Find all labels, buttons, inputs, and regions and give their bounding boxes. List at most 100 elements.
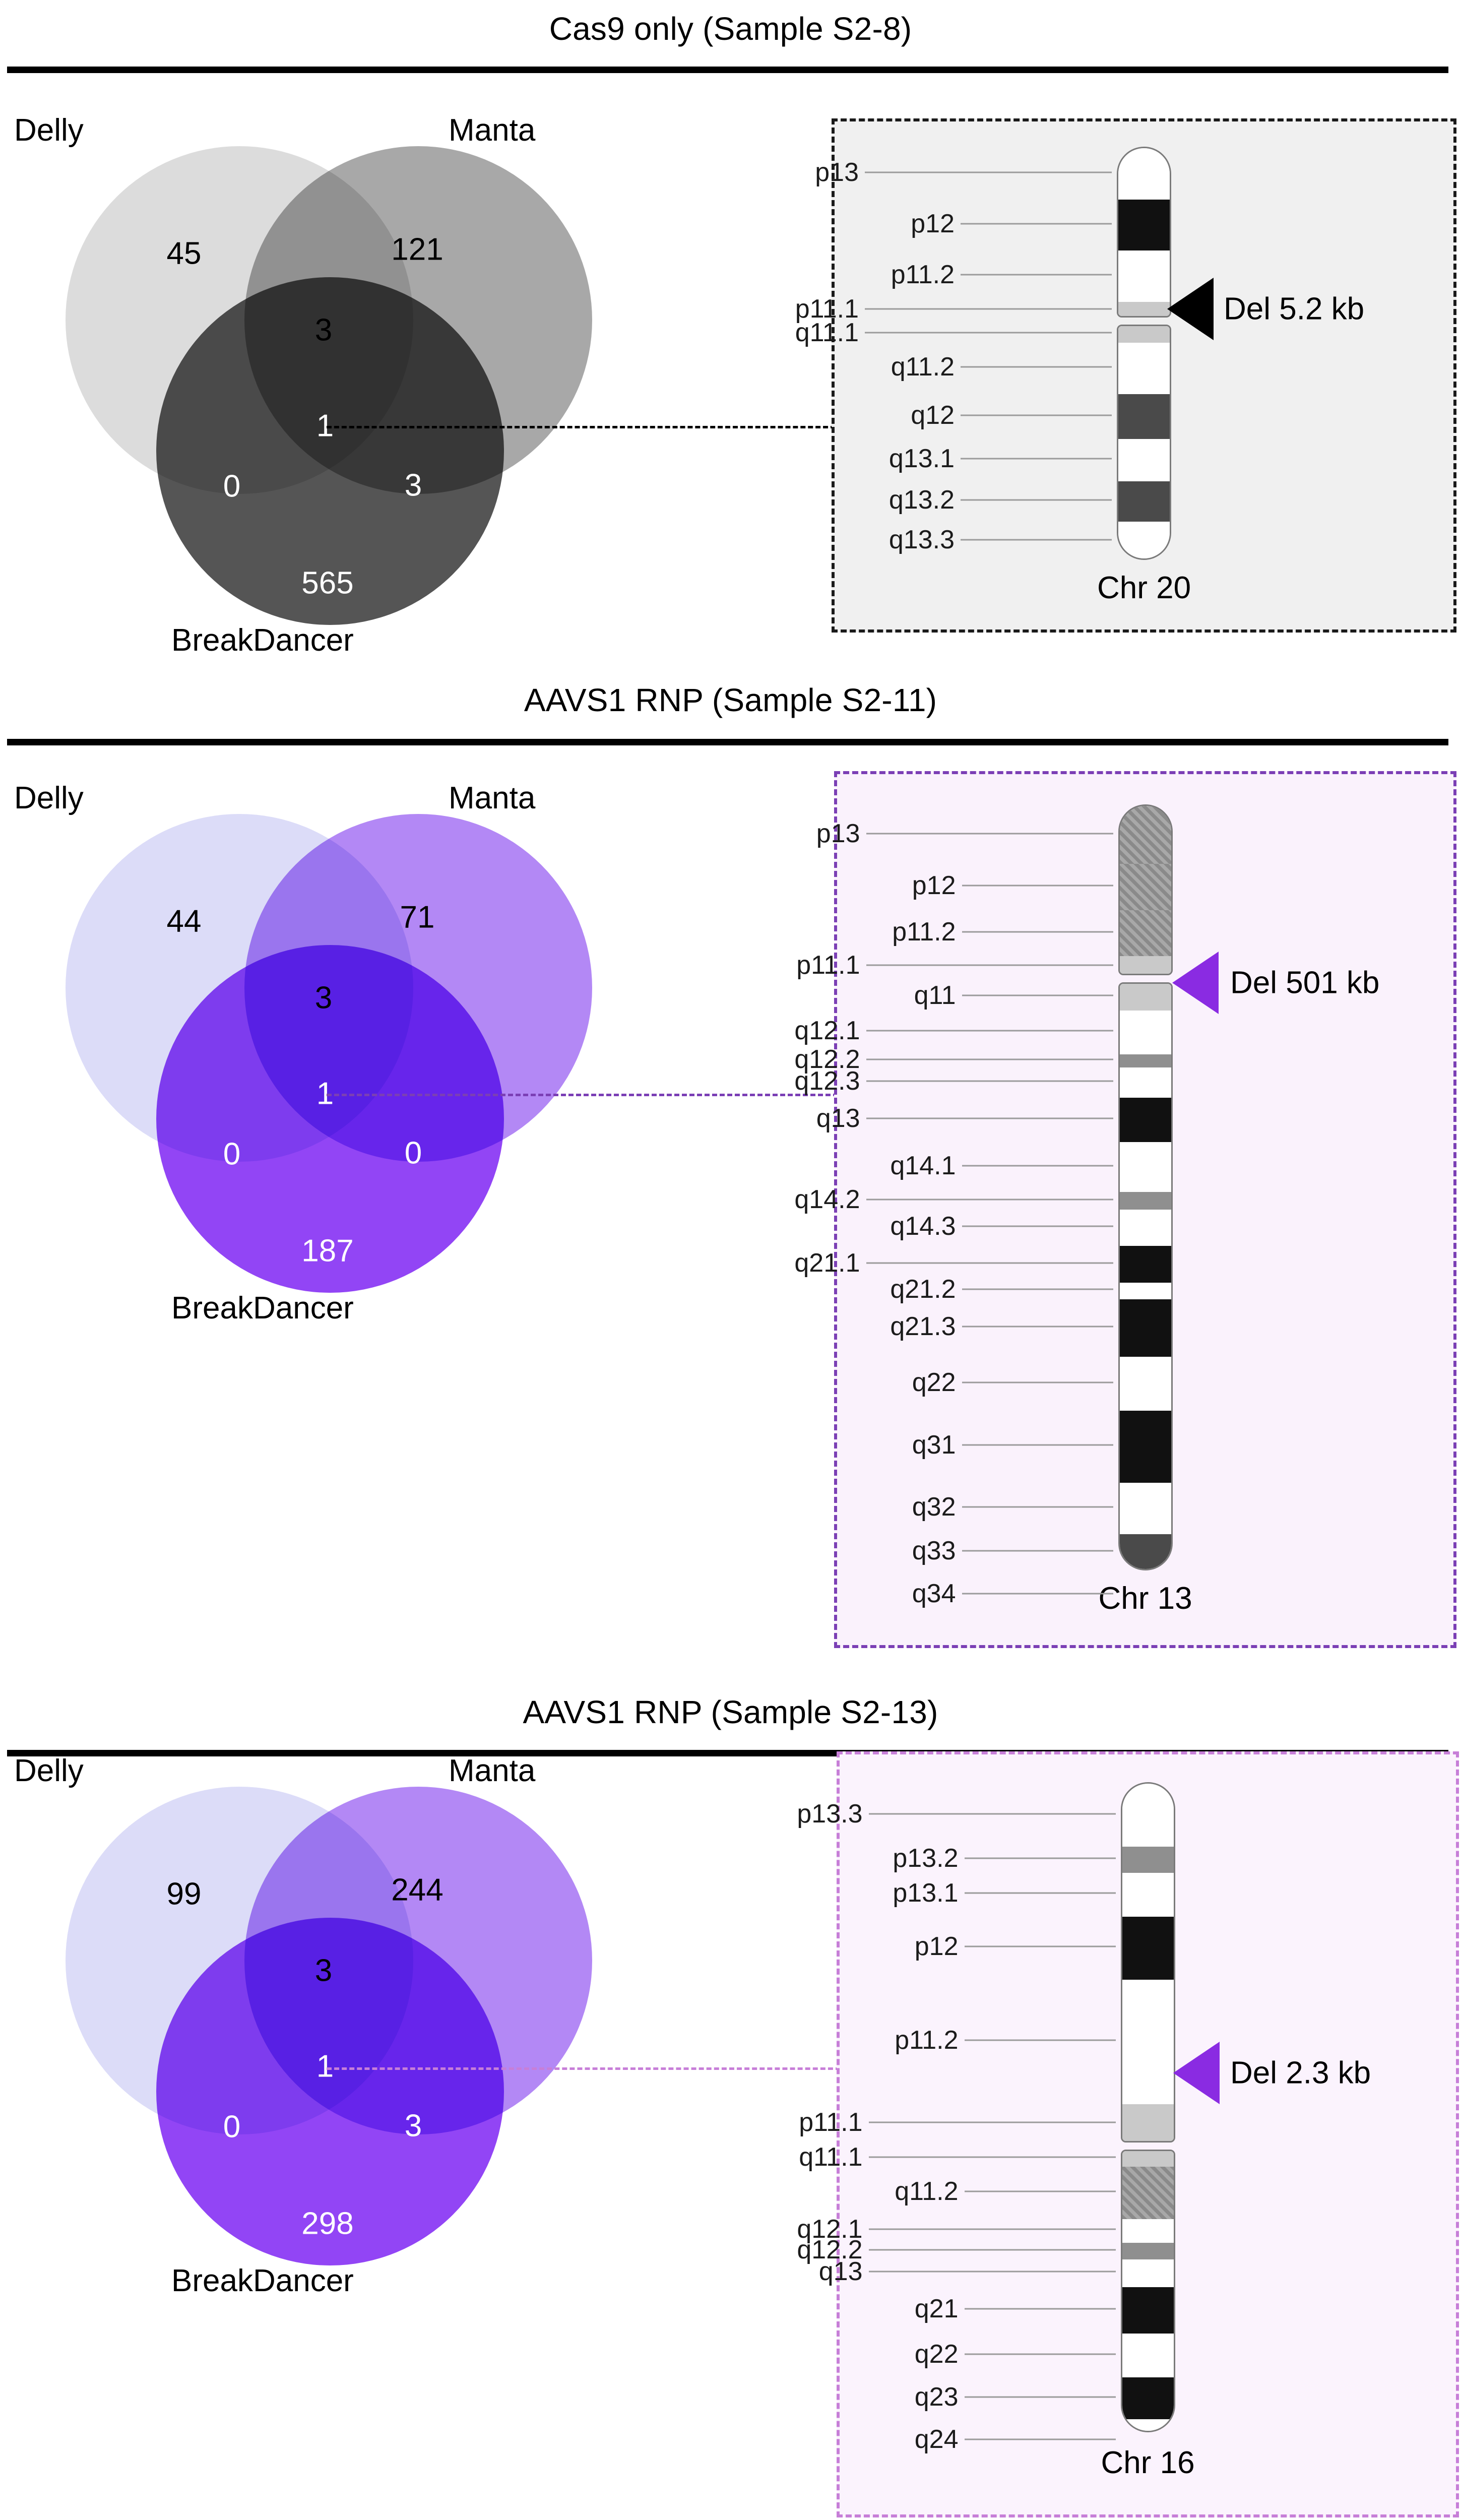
deletion-size-label: Del 5.2 kb [1224, 291, 1365, 327]
venn-count-breakdancer-only: 298 [301, 2206, 354, 2241]
chromosome-band [1119, 1192, 1171, 1211]
chromosome-band [1119, 956, 1171, 974]
band-label: q12.2 [794, 1044, 860, 1074]
band-leader-line [964, 1945, 1116, 1947]
band-leader-line [962, 1550, 1113, 1552]
chromosome-arm [1117, 147, 1171, 318]
band-label: p11.1 [799, 2108, 863, 2137]
deletion-arrow-icon [1167, 278, 1214, 340]
band-leader-line [964, 2396, 1116, 2398]
venn-count-delly-only: 44 [166, 904, 202, 939]
chromosome-band [1118, 302, 1170, 316]
band-label: p13 [816, 818, 860, 848]
band-leader-line [964, 2353, 1116, 2355]
band-leader-line [964, 2039, 1116, 2041]
band-leader-line [866, 1030, 1113, 1032]
band-leader-line [962, 994, 1113, 996]
chromosome-name: Chr 13 [1098, 1581, 1192, 1616]
chromosome-band [1122, 2334, 1174, 2378]
band-leader-line [866, 1117, 1113, 1119]
band-label: q11.1 [799, 2143, 863, 2172]
band-leader-line [961, 414, 1112, 416]
band-leader-line [964, 2308, 1116, 2310]
venn-count-delly-manta: 3 [314, 312, 333, 348]
chromosome-band [1119, 806, 1171, 864]
band-label: p13.2 [893, 1843, 959, 1873]
panel-divider-rule [7, 739, 1448, 745]
band-label: q14.3 [890, 1212, 956, 1241]
band-leader-line [962, 1593, 1113, 1594]
panel-title: Cas9 only (Sample S2-8) [549, 11, 912, 47]
chromosome-band [1118, 439, 1170, 482]
band-leader-line [961, 223, 1112, 225]
band-label: q23 [914, 2382, 959, 2412]
venn-circle-breakdancer [156, 1918, 504, 2265]
chromosome-band [1122, 2419, 1174, 2431]
band-label: q12.1 [794, 1016, 860, 1046]
chromosome-band [1118, 250, 1170, 302]
band-leader-line [961, 458, 1112, 460]
venn-label-manta: Manta [449, 1753, 536, 1788]
chromosome-ideogram [1118, 804, 1173, 1570]
venn-count-manta-only: 71 [400, 900, 435, 935]
venn-label-delly: Delly [14, 781, 84, 815]
chromosome-band [1119, 1282, 1171, 1299]
deletion-arrow-icon [1172, 952, 1219, 1014]
deletion-size-label: Del 501 kb [1230, 965, 1380, 1000]
panel-divider-rule [7, 67, 1448, 73]
panel-aavs1-s2-13: AAVS1 RNP (Sample S2-13) Delly Manta Bre… [0, 1683, 1461, 2520]
chromosome-band [1118, 326, 1170, 343]
band-label: q22 [912, 1367, 956, 1397]
chromosome-band [1119, 1010, 1171, 1055]
band-label: q13.2 [888, 485, 955, 515]
venn-count-manta-breakdancer: 3 [404, 2108, 422, 2144]
chromosome-band [1119, 1098, 1171, 1143]
venn-label-delly: Delly [14, 113, 84, 148]
venn-label-manta: Manta [449, 113, 536, 148]
chromosome-band [1119, 984, 1171, 1011]
band-label: q34 [912, 1579, 956, 1608]
band-leader-line [866, 1058, 1113, 1060]
band-label: q12.3 [794, 1066, 860, 1096]
chromosome-arm [1120, 2150, 1175, 2432]
chromosome-name: Chr 16 [1101, 2445, 1195, 2480]
chromosome-band [1118, 394, 1170, 439]
band-leader-line [962, 1381, 1113, 1383]
band-leader-line [962, 931, 1113, 933]
venn-circle-breakdancer [156, 277, 504, 625]
band-label: q11.1 [795, 318, 859, 348]
band-leader-line [865, 332, 1112, 334]
chromosome-arm [1118, 804, 1173, 975]
venn-count-delly-only: 99 [166, 1876, 202, 1912]
band-leader-line [964, 1892, 1116, 1894]
venn-count-delly-only: 45 [166, 236, 202, 271]
chromosome-band [1122, 1979, 1174, 2104]
venn-count-breakdancer-only: 187 [301, 1233, 354, 1269]
band-leader-line [961, 539, 1112, 541]
band-label: q21.3 [890, 1311, 956, 1341]
band-leader-line [962, 1326, 1113, 1328]
connector-line [327, 1094, 838, 1096]
band-label: q32 [912, 1492, 956, 1522]
band-leader-line [868, 2121, 1116, 2123]
panel-title: AAVS1 RNP (Sample S2-13) [523, 1694, 938, 1730]
band-leader-line [868, 1813, 1116, 1815]
venn-count-breakdancer-only: 565 [301, 565, 354, 601]
band-label: p11.1 [795, 294, 859, 324]
band-label: q12.2 [797, 2235, 863, 2264]
band-label: q21.1 [794, 1248, 860, 1278]
chromosome-band [1122, 2104, 1174, 2141]
band-label: p11.1 [796, 950, 860, 980]
chromosome-band [1122, 2166, 1174, 2219]
chromosome-arm [1118, 982, 1173, 1570]
band-leader-line [865, 171, 1112, 173]
band-leader-line [866, 1199, 1113, 1201]
venn-diagram: Delly Manta BreakDancer 45 121 3 1 0 3 5… [5, 98, 625, 663]
chromosome-ideogram [1120, 1782, 1175, 2432]
band-label: p11.2 [891, 260, 955, 290]
chromosome-band [1122, 2243, 1174, 2260]
panel-aavs1-s2-11: AAVS1 RNP (Sample S2-11) Delly Manta Bre… [0, 670, 1461, 1683]
venn-label-breakdancer: BreakDancer [171, 2263, 354, 2298]
chromosome-band [1119, 1067, 1171, 1098]
